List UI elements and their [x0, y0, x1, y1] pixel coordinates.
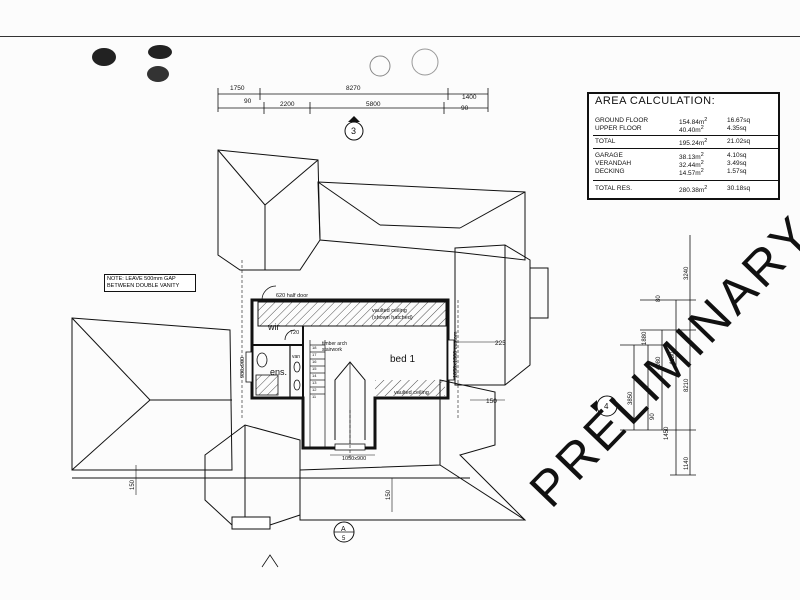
stairwork-label: stairwork: [322, 347, 343, 353]
row-sq: 3.49sq: [727, 160, 747, 167]
dim-150b: 150: [130, 479, 136, 490]
row-m2: 280.38m2: [679, 185, 708, 195]
section-marker-a5: [261, 519, 390, 568]
marker-3-label: 3: [351, 126, 356, 136]
roof-outline: [71, 149, 549, 530]
room-ens: ens.: [270, 367, 287, 377]
dim-80: 80: [656, 295, 662, 302]
dim-150a: 150: [486, 398, 497, 405]
row-sq: 4.10sq: [727, 152, 747, 159]
timber-arch-label: timber arch: [322, 341, 347, 347]
right-dimensions: [620, 235, 696, 476]
stair-14: 14: [312, 373, 317, 378]
row-m2: 154.84m2: [679, 117, 708, 127]
dim-720: 720: [290, 330, 299, 336]
half-door-label: 620 half door: [276, 293, 308, 299]
dim-1400: 1400: [462, 94, 477, 101]
row-m2: 38.13m2: [679, 152, 704, 162]
sheet-border-line: [0, 36, 800, 37]
area-rule: [593, 148, 778, 149]
row-label: GARAGE: [595, 152, 623, 159]
row-label: DECKING: [595, 168, 625, 175]
dim-1880: 1880: [642, 331, 648, 345]
dim-225: 225: [495, 340, 506, 347]
area-row: TOTAL 195.24m2 21.02sq: [595, 138, 775, 148]
marker-5-label: 5: [342, 536, 346, 542]
dim-8270: 8270: [346, 85, 361, 92]
area-calc-title: AREA CALCULATION:: [595, 95, 716, 107]
row-label: GROUND FLOOR: [595, 117, 649, 124]
stair-16: 16: [312, 359, 317, 364]
area-rule: [593, 135, 778, 136]
dim-1450: 1450: [664, 426, 670, 440]
row-m2: 195.24m2: [679, 138, 708, 148]
vaulted-hatched-label: (shown hatched): [372, 315, 413, 321]
vaulted-ceiling-label: vaulted ceiling: [372, 308, 407, 314]
dim-1750: 1750: [230, 85, 245, 92]
area-row: VERANDAH 32.44m2 3.49sq: [595, 160, 775, 170]
row-sq: 1.57sq: [727, 168, 747, 175]
row-m2: 14.57m2: [679, 168, 704, 178]
row-sq: 16.67sq: [727, 117, 751, 124]
area-row: GARAGE 38.13m2 4.10sq: [595, 152, 775, 162]
area-row: DECKING 14.57m2 1.57sq: [595, 168, 775, 178]
dim-90a: 90: [244, 98, 252, 105]
dim-5800: 5800: [366, 101, 381, 108]
stair-15: 15: [312, 366, 317, 371]
area-rule: [593, 180, 778, 181]
window-left-label: 980x900: [240, 357, 246, 378]
room-wir: wir: [267, 322, 280, 332]
row-sq: 21.02sq: [727, 138, 751, 145]
plan-labels: 1750 8270 1400 90 2200 5800 90 3 4 A 5 w…: [130, 85, 690, 542]
dim-1140: 1140: [684, 456, 690, 470]
row-label: VERANDAH: [595, 160, 632, 167]
row-label: UPPER FLOOR: [595, 125, 642, 132]
section-marker-3: [344, 116, 364, 141]
dim-90-right: 90: [650, 413, 656, 420]
room-bed1: bed 1: [390, 354, 415, 365]
dim-90b: 90: [461, 105, 469, 112]
dim-4280: 4280: [670, 351, 676, 365]
vanity-note: NOTE: LEAVE 500mm GAP BETWEEN DOUBLE VAN…: [104, 274, 196, 292]
area-row: GROUND FLOOR 154.84m2 16.67sq: [595, 117, 775, 127]
stair-11: 11: [312, 394, 317, 399]
area-row: TOTAL RES. 280.38m2 30.18sq: [595, 185, 775, 195]
upper-floor-walls: [241, 260, 505, 460]
dim-4080: 4080: [656, 356, 662, 370]
marker-4-label: 4: [604, 402, 609, 411]
row-m2: 40.40m2: [679, 125, 704, 135]
dim-8210: 8210: [684, 378, 690, 392]
row-sq: 30.18sq: [727, 185, 751, 192]
vanity-label: van: [292, 354, 300, 360]
row-label: TOTAL: [595, 138, 616, 145]
window-bottom-label: 1050x900: [342, 456, 366, 462]
stair-18: 18: [312, 345, 317, 350]
dim-2200: 2200: [280, 101, 295, 108]
dim-150c: 150: [386, 489, 392, 500]
row-sq: 4.35sq: [727, 125, 747, 132]
area-calculation-table: AREA CALCULATION: GROUND FLOOR 154.84m2 …: [587, 92, 780, 200]
top-dimensions: [217, 88, 489, 114]
punch-marks: [92, 45, 439, 82]
vaulted-ceiling-lower: vaulted ceiling: [394, 390, 429, 396]
section-marker-4: [590, 395, 618, 417]
row-label: TOTAL RES.: [595, 185, 633, 192]
area-row: UPPER FLOOR 40.40m2 4.35sq: [595, 125, 775, 135]
stair-17: 17: [312, 352, 317, 357]
stair-12: 12: [312, 387, 317, 392]
dim-3240: 3240: [684, 266, 690, 280]
dim-3850: 3850: [628, 391, 634, 405]
marker-a-label: A: [341, 526, 346, 533]
stair-13: 13: [312, 380, 317, 385]
window-right-label: 1050x1300 custom: [453, 331, 459, 378]
row-m2: 32.44m2: [679, 160, 704, 170]
